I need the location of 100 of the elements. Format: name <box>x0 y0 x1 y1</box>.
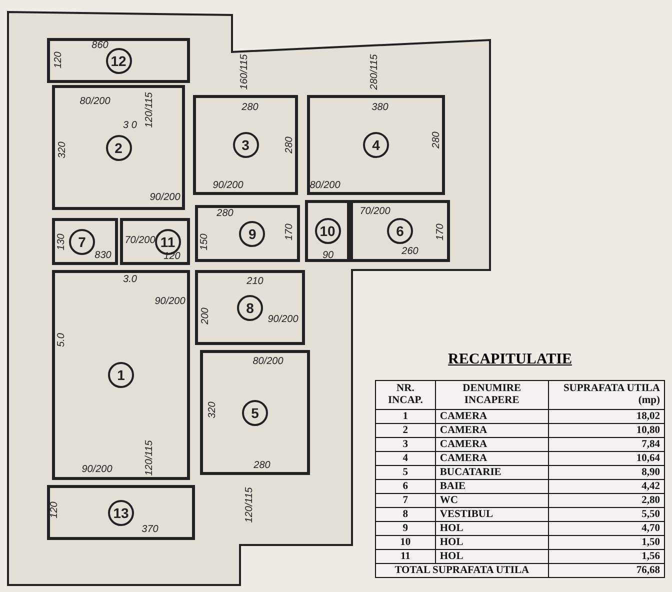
room-number: 4 <box>363 132 389 158</box>
table-cell: 9 <box>376 522 436 536</box>
table-cell: TOTAL SUPRAFATA UTILA <box>376 564 548 578</box>
room-outline <box>350 200 450 262</box>
dimension-label: 90 <box>322 251 334 261</box>
room-number: 8 <box>237 294 263 320</box>
table-cell: 8 <box>376 508 436 522</box>
table-cell: WC <box>435 494 548 508</box>
table-cell: 10,64 <box>548 452 664 466</box>
dimension-label: 370 <box>142 525 158 535</box>
dimension-label: 120/115 <box>245 487 255 523</box>
table-cell: 10 <box>376 536 436 550</box>
door-size-label: 90/200 <box>150 193 180 203</box>
table-cell: 1,56 <box>548 550 664 564</box>
dimension-label: 280 <box>254 461 270 471</box>
dimension-label: 280 <box>285 136 295 154</box>
dimension-label: 280 <box>216 209 234 219</box>
table-cell: BUCATARIE <box>435 466 548 480</box>
table-cell: 2 <box>376 424 436 438</box>
table-cell: BAIE <box>435 480 548 494</box>
table-cell: 3 <box>376 438 436 452</box>
table-cell: 10,80 <box>548 424 664 438</box>
room-outline <box>195 270 305 345</box>
table-cell: 18,02 <box>548 410 664 424</box>
dimension-label: 120 <box>50 502 60 518</box>
dimension-label: 200 <box>201 308 211 324</box>
dimension-label: 170 <box>436 224 446 240</box>
room-number: 3 <box>232 132 258 158</box>
door-size-label: 90/200 <box>82 465 112 475</box>
dimension-label: 120/115 <box>145 440 155 476</box>
header-cell: NR. INCAP. <box>376 380 436 410</box>
table-cell: 1,50 <box>548 536 664 550</box>
dimension-label: 280/115 <box>370 54 380 90</box>
table-cell: VESTIBUL <box>435 508 548 522</box>
table-cell: 5 <box>376 466 436 480</box>
table-cell: 7 <box>376 494 436 508</box>
dimension-label: 260 <box>402 247 418 257</box>
door-size-label: 80/200 <box>80 97 110 107</box>
room-outline <box>52 85 185 210</box>
dimension-label: 130 <box>57 234 67 250</box>
table-cell: CAMERA <box>435 424 548 438</box>
door-size-label: 80/200 <box>310 181 340 191</box>
room-outline <box>47 485 195 540</box>
dimension-label: 280 <box>242 103 258 113</box>
header-cell: SUPRAFATA UTILA (mp) <box>548 380 664 410</box>
door-size-label: 70/200 <box>360 207 390 217</box>
table-cell: 4,70 <box>548 522 664 536</box>
dimension-label: 5.0 <box>57 333 67 347</box>
table-cell: CAMERA <box>435 438 548 452</box>
dimension-label: 380 <box>372 103 388 113</box>
dimension-label: 210 <box>246 277 264 287</box>
dimension-label: 830 <box>94 251 112 261</box>
door-size-label: 90/200 <box>268 315 298 325</box>
dimension-label: 320 <box>208 402 218 418</box>
table-cell: HOL <box>435 522 548 536</box>
table-cell: 4,42 <box>548 480 664 494</box>
room-number: 2 <box>106 134 132 160</box>
table-cell: 5,50 <box>548 508 664 522</box>
table-cell: 1 <box>376 410 436 424</box>
door-size-label: 90/200 <box>154 297 186 307</box>
table-cell: 7,84 <box>548 438 664 452</box>
room-outline <box>52 218 118 265</box>
door-size-label: 80/200 <box>252 357 284 367</box>
dimension-label: 280 <box>432 132 442 148</box>
dimension-label: 3.0 <box>123 275 137 285</box>
table-cell: 76,68 <box>548 564 664 578</box>
dimension-label: 120/115 <box>145 92 155 128</box>
room-outline <box>52 270 190 480</box>
room-number: 9 <box>239 220 266 246</box>
room-number: 13 <box>108 500 134 526</box>
room-number: 5 <box>242 400 268 426</box>
room-outline <box>200 350 310 475</box>
room-outline <box>47 38 190 83</box>
dimension-label: 3 0 <box>123 121 137 131</box>
table-title: RECAPITULATIE <box>448 352 572 368</box>
room-number: 12 <box>106 48 132 74</box>
table-cell: 2,80 <box>548 494 664 508</box>
door-size-label: 70/200 <box>124 236 156 246</box>
room-outline <box>307 95 445 195</box>
room-number: 1 <box>108 362 134 388</box>
room-outline <box>305 200 350 262</box>
table-cell: CAMERA <box>435 410 548 424</box>
table-cell: CAMERA <box>435 452 548 466</box>
table-cell: 6 <box>376 480 436 494</box>
dimension-label: 160/115 <box>240 54 250 90</box>
dimension-label: 170 <box>285 224 295 240</box>
room-number: 7 <box>69 228 95 254</box>
header-cell: DENUMIRE INCAPERE <box>435 380 548 410</box>
dimension-label: 320 <box>58 142 68 158</box>
table-cell: 8,90 <box>548 466 664 480</box>
dimension-label: 860 <box>92 41 108 51</box>
table-cell: HOL <box>435 550 548 564</box>
room-outline <box>193 95 298 195</box>
table-cell: 4 <box>376 452 436 466</box>
dimension-label: 120 <box>54 52 64 68</box>
room-number: 6 <box>387 218 413 244</box>
table-cell: HOL <box>435 536 548 550</box>
dimension-label: 150 <box>200 234 210 250</box>
room-outline <box>195 205 300 262</box>
room-number: 10 <box>314 218 340 244</box>
